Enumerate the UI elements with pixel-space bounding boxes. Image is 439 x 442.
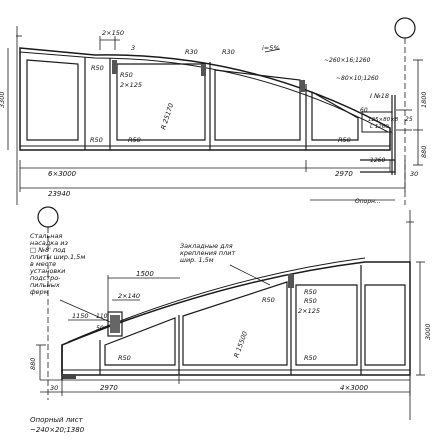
bearing-nozzle <box>107 311 123 337</box>
label-r50-d: R50 <box>128 136 141 144</box>
top-truss-elevation <box>7 17 423 205</box>
dim-h3000: 3000 <box>424 323 432 340</box>
label-r15500: R 15500 <box>232 330 249 358</box>
label-r50-c: R50 <box>90 136 103 144</box>
label-2x125-bottom: 2×125 <box>298 307 320 315</box>
dim-1500: 1500 <box>136 270 154 278</box>
left-note-line-1: Стальная <box>30 232 63 240</box>
dim-h3300: 3300 <box>0 91 6 108</box>
bottom-panel-1 <box>104 317 176 366</box>
dim-2970-top: 2970 <box>335 170 353 178</box>
bottom-truss-elevation <box>36 206 425 420</box>
top-panel-2 <box>116 63 206 141</box>
label-r25170: R 25170 <box>159 102 175 130</box>
label-top-plate: ~260×16;1260 <box>324 57 371 64</box>
dim-1260: 1260 <box>370 157 385 164</box>
label-r50-a: R50 <box>91 64 104 72</box>
top-panel-4 <box>311 90 359 141</box>
label-r50-bottom-a: R50 <box>262 296 275 304</box>
axis-bubble-left-bottom <box>37 206 59 228</box>
dim-4x3000: 4×3000 <box>340 384 369 392</box>
label-2x125: 2×125 <box>120 81 142 89</box>
dim-h1800: 1800 <box>420 91 428 108</box>
bottom-truss-outline <box>61 261 411 376</box>
mid-note-line-1: Закладные для <box>180 242 233 250</box>
label-r30-a: R30 <box>185 48 198 56</box>
dim-1150: 1150 <box>72 312 89 320</box>
mid-note: Закладные для крепления плит шир. 1,5м <box>180 242 236 264</box>
mid-note-line-3: шир. 1,5м <box>180 256 214 264</box>
label-r50-b: R50 <box>120 71 133 79</box>
dim-50: 50 <box>96 325 104 332</box>
top-panel-1 <box>26 59 79 141</box>
label-r50-bottom-c: R50 <box>304 297 317 305</box>
label-l1260: L 1260 <box>370 124 389 130</box>
dim-h880-bottom: 880 <box>29 358 37 370</box>
bearing-note-line-2: ~240×20;1380 <box>30 426 85 434</box>
label-60: 60 <box>360 107 368 114</box>
label-slope: i=5% <box>262 44 280 52</box>
left-note-line-8: пильных <box>30 281 60 289</box>
bottom-panel-4 <box>364 284 406 366</box>
dim-top-2x150: 2×150 <box>102 29 124 37</box>
label-bottom-cut: Опорн... <box>355 198 381 205</box>
dim-30-top: 30 <box>410 170 418 178</box>
label-mid-plate: ~80×10;1260 <box>336 75 379 82</box>
left-note-line-9: ферм <box>30 288 49 296</box>
label-r50-bottom-b: R50 <box>304 288 317 296</box>
bottom-panel-3 <box>295 284 358 366</box>
dim-top-3: 3 <box>131 44 135 52</box>
left-note-line-5: в месте <box>30 260 56 268</box>
dim-2970-bottom: 2970 <box>100 384 118 392</box>
dim-25: 25 <box>405 116 413 123</box>
label-r30-b: R30 <box>222 48 235 56</box>
top-panel-3 <box>214 69 301 141</box>
bearing-note-line-1: Опорный лист <box>30 416 84 424</box>
left-note-line-3: □ №8' под <box>30 246 66 254</box>
dim-h880: 880 <box>420 146 428 158</box>
bottom-panel-2 <box>182 281 288 366</box>
left-note-line-2: насадка из <box>30 239 68 247</box>
dim-23940: 23940 <box>48 190 71 198</box>
left-note-line-4: плиты шир.1,5м <box>30 253 85 261</box>
bottom-labels: Стальная насадка из □ №8' под плиты шир.… <box>29 232 432 434</box>
mid-note-line-2: крепления плит <box>180 249 236 257</box>
dim-30-bottom: 30 <box>50 384 58 392</box>
dim-110: 110 <box>96 313 108 320</box>
label-r50-bottom-d: R50 <box>118 354 131 362</box>
left-note: Стальная насадка из □ №8' под плиты шир.… <box>29 232 85 296</box>
label-r50-e: R50 <box>338 136 351 144</box>
axis-bubble-right-top <box>394 17 416 39</box>
label-125x80x8: 125×80×8 <box>368 117 399 123</box>
left-note-line-6: установки <box>29 267 65 275</box>
dim-6x3000: 6×3000 <box>48 170 77 178</box>
left-note-line-7: подстро- <box>30 274 61 282</box>
dim-2x140: 2×140 <box>118 292 140 300</box>
label-i-beam: I №18 <box>370 92 389 100</box>
label-r50-bottom-e: R50 <box>304 354 317 362</box>
